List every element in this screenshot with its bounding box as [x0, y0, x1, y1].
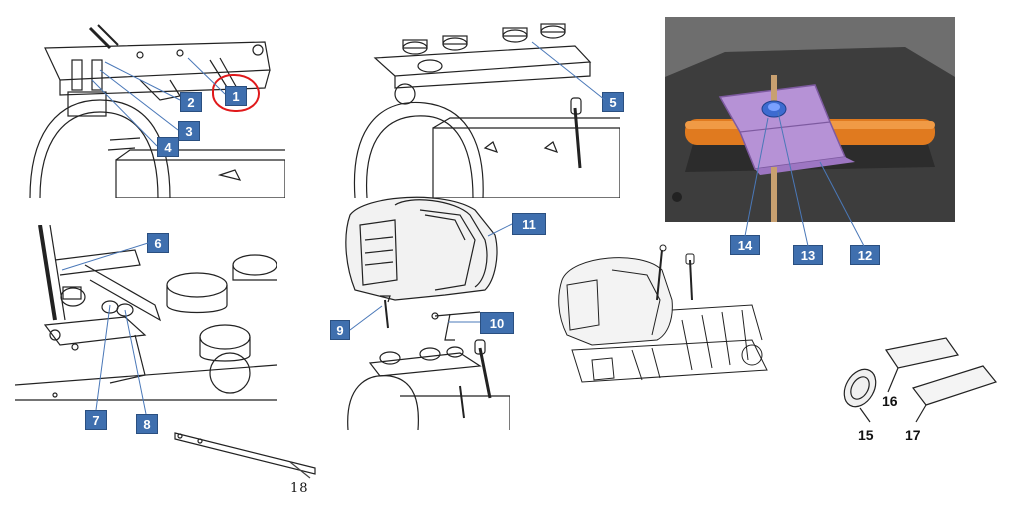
- leader-lines-top-left: [91, 57, 226, 147]
- leader-lines-render: [744, 111, 865, 247]
- render-panel-bracket-nut: [665, 17, 955, 222]
- part-label-17: 17: [905, 427, 921, 443]
- callout-13: 13: [793, 245, 823, 265]
- callout-2: 2: [180, 92, 202, 112]
- leader-line-11: [487, 223, 513, 237]
- part-label-18: 18: [290, 481, 309, 496]
- diagram-panel-small-parts: [838, 330, 998, 425]
- diagram-panel-assembly: [552, 240, 780, 390]
- callout-9: 9: [330, 320, 350, 340]
- callout-4: 4: [157, 137, 179, 157]
- diagram-panel-hood: [335, 195, 510, 315]
- callout-8: 8: [136, 414, 158, 434]
- diagram-panel-bracket-closeup: [15, 225, 277, 405]
- leader-line-5: [531, 41, 606, 101]
- callout-3: 3: [178, 121, 200, 141]
- part-label-15: 15: [858, 427, 874, 443]
- callout-14: 14: [730, 235, 760, 255]
- callout-12: 12: [850, 245, 880, 265]
- callout-5: 5: [602, 92, 624, 112]
- diagram-panel-mounts-top-middle: [335, 18, 620, 198]
- callout-1: 1: [225, 86, 247, 106]
- diagram-panel-strap: [170, 428, 320, 483]
- leader-lines-closeup: [61, 242, 149, 415]
- highlight-ring: [212, 74, 260, 112]
- part-label-16: 16: [882, 393, 898, 409]
- callout-10: 10: [480, 312, 514, 334]
- diagram-panel-linkage: [340, 288, 510, 430]
- callout-7: 7: [85, 410, 107, 430]
- leader-lines-linkage: [349, 305, 480, 331]
- callout-11: 11: [512, 213, 546, 235]
